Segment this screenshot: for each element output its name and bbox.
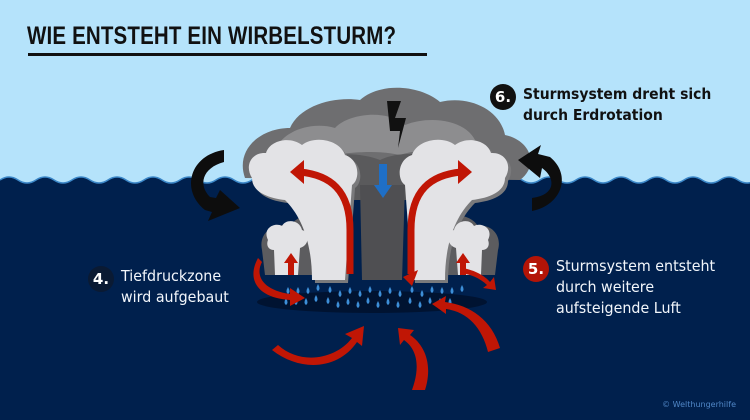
title-underline xyxy=(28,53,427,56)
step-4-label: 4. Tiefdruckzone wird aufgebaut xyxy=(88,266,238,308)
arrow-down-icon xyxy=(374,164,392,198)
updraft-arrow-left xyxy=(299,168,354,274)
lightning-bolt-icon xyxy=(387,101,406,148)
copyright-notice: © Welthungerhilfe xyxy=(662,400,736,409)
step-6-text: Sturmsystem dreht sich durch Erdrotation xyxy=(523,85,712,124)
raindrop-icon-group xyxy=(284,284,464,308)
rotation-arrow-icon-right xyxy=(518,145,562,211)
cloud-column-left xyxy=(248,139,361,283)
step-5-label: 5. Sturmsystem entsteht durch weitere au… xyxy=(523,256,729,319)
small-cloud-left xyxy=(266,221,308,275)
step-5-text: Sturmsystem entsteht durch weitere aufst… xyxy=(556,257,716,317)
step-4-text: Tiefdruckzone wird aufgebaut xyxy=(121,267,229,306)
storm-eye-column xyxy=(360,185,405,280)
step-6-label: 6. Sturmsystem dreht sich durch Erdrotat… xyxy=(490,84,732,126)
arrow-up-icon-left xyxy=(284,253,298,275)
rotation-arrow-icon-left xyxy=(191,150,240,221)
updraft-arrowhead-left xyxy=(290,160,304,184)
step-4-badge: 4. xyxy=(88,266,114,292)
cloud-column-right xyxy=(399,139,512,283)
low-pressure-zone xyxy=(257,291,487,313)
page-title: WIE ENTSTEHT EIN WIRBELSTURM? xyxy=(27,22,397,50)
step-5-badge: 5. xyxy=(523,256,549,282)
step-6-badge: 6. xyxy=(490,84,516,110)
inflow-arrows xyxy=(253,258,500,390)
updraft-arrowhead-right xyxy=(458,160,472,184)
updraft-arrow-right xyxy=(407,168,462,274)
